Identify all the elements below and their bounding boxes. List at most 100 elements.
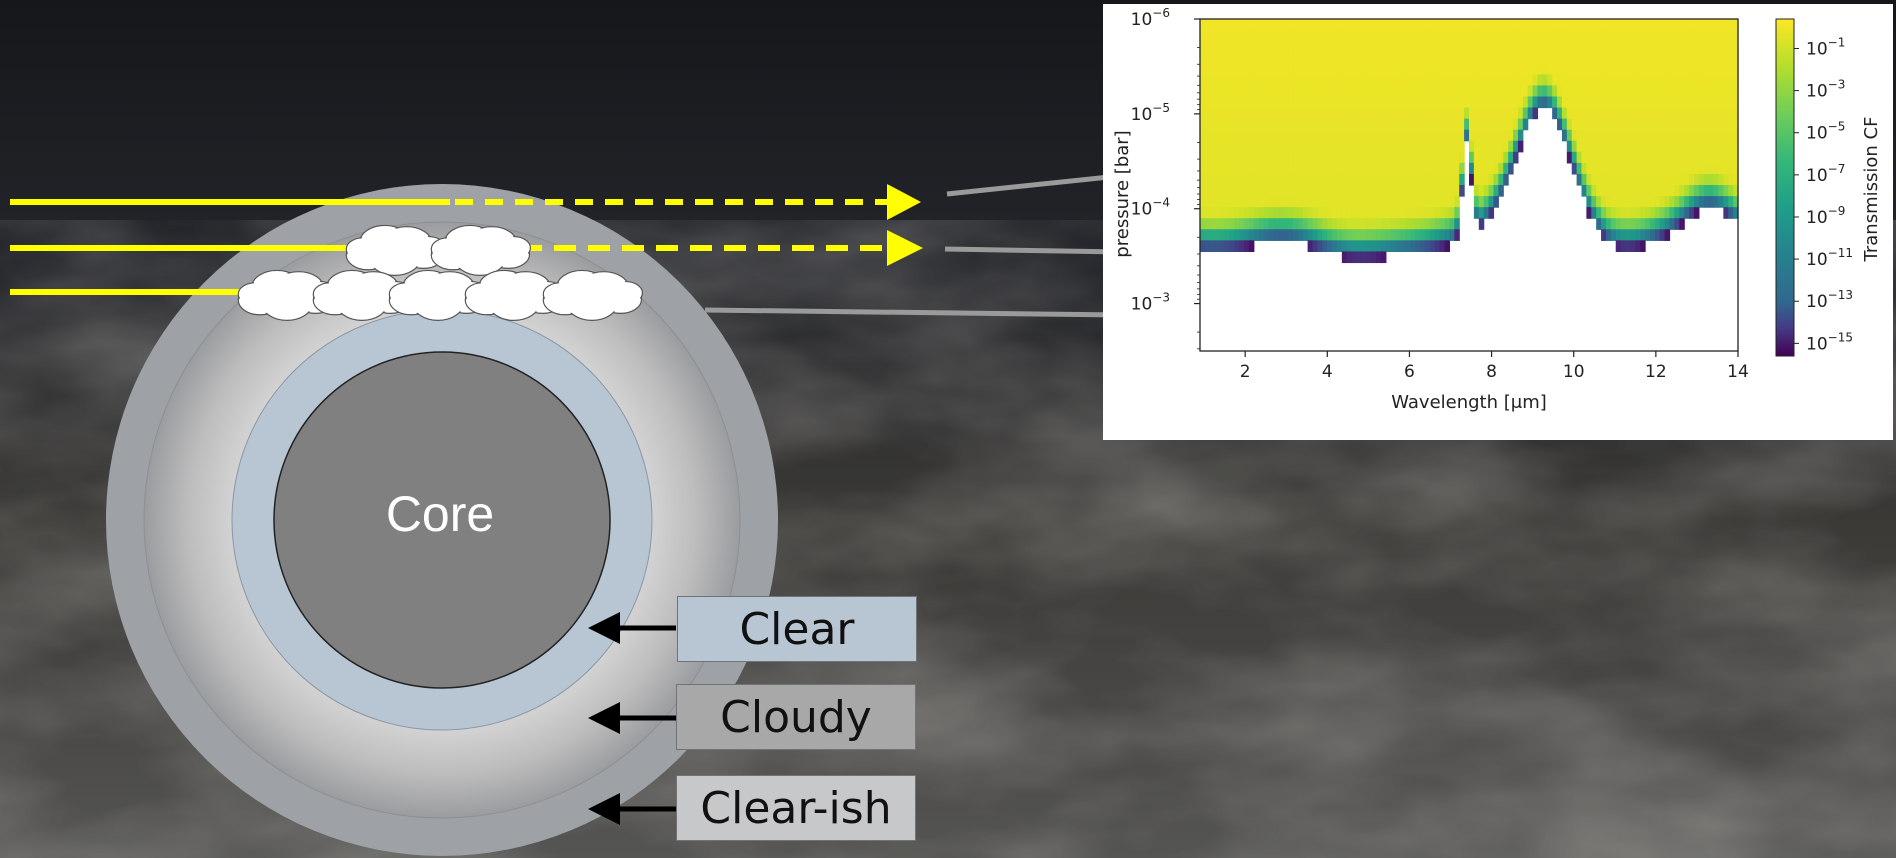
heatmap-cell xyxy=(1380,74,1387,86)
heatmap-cell xyxy=(1610,30,1617,42)
heatmap-cell xyxy=(1610,162,1617,175)
heatmap-cell xyxy=(1674,107,1680,120)
heatmap-cell xyxy=(1640,74,1646,86)
heatmap-cell xyxy=(1537,96,1543,109)
heatmap-cell xyxy=(1571,63,1578,75)
heatmap-cell xyxy=(1336,229,1343,241)
heatmap-cell xyxy=(1596,207,1602,219)
heatmap-cell xyxy=(1625,151,1631,164)
heatmap-cell xyxy=(1478,107,1485,120)
heatmap-cell xyxy=(1341,63,1348,75)
heatmap-cell xyxy=(1214,185,1221,197)
heatmap-cell xyxy=(1689,41,1695,53)
heatmap-cell xyxy=(1684,107,1690,120)
heatmap-cell xyxy=(1591,129,1597,142)
heatmap-cell xyxy=(1723,207,1729,219)
heatmap-cell xyxy=(1234,52,1240,64)
heatmap-cell xyxy=(1273,96,1279,109)
heatmap-cell xyxy=(1640,151,1646,164)
colorbar-tick-label: 10−7 xyxy=(1806,162,1845,186)
heatmap-cell xyxy=(1395,196,1402,208)
heatmap-cell xyxy=(1601,218,1607,230)
heatmap-cell xyxy=(1733,140,1739,153)
heatmap-cell xyxy=(1488,52,1495,64)
heatmap-cell xyxy=(1336,52,1343,64)
heatmap-cell xyxy=(1288,41,1294,53)
heatmap-cell xyxy=(1297,30,1304,42)
heatmap-cell xyxy=(1517,107,1524,120)
heatmap-cell xyxy=(1263,207,1270,219)
heatmap-cell xyxy=(1214,96,1221,109)
heatmap-cell xyxy=(1571,140,1578,153)
heatmap-cell xyxy=(1557,107,1563,120)
heatmap-cell xyxy=(1669,63,1676,75)
heatmap-cell xyxy=(1493,63,1499,75)
heatmap-cell xyxy=(1253,74,1260,86)
heatmap-cell xyxy=(1708,63,1715,75)
heatmap-cell xyxy=(1268,30,1274,42)
heatmap-cell xyxy=(1244,173,1250,186)
heatmap-cell xyxy=(1268,218,1274,230)
heatmap-cell xyxy=(1234,85,1240,98)
heatmap-cell xyxy=(1415,96,1421,109)
heatmap-cell xyxy=(1248,140,1255,153)
heatmap-cell xyxy=(1244,151,1250,164)
heatmap-cell xyxy=(1596,218,1602,230)
heatmap-cell xyxy=(1483,207,1490,219)
heatmap-cell xyxy=(1376,196,1382,208)
heatmap-cell xyxy=(1415,151,1421,164)
heatmap-cell xyxy=(1488,140,1495,153)
heatmap-cell xyxy=(1576,63,1583,75)
heatmap-cell xyxy=(1630,96,1636,109)
heatmap-cell xyxy=(1380,63,1387,75)
heatmap-cell xyxy=(1659,96,1666,109)
heatmap-cell xyxy=(1239,185,1245,197)
heatmap-cell xyxy=(1689,118,1695,131)
heatmap-cell xyxy=(1625,85,1631,98)
heatmap-cell xyxy=(1332,129,1338,142)
heatmap-cell xyxy=(1498,63,1504,75)
heatmap-cell xyxy=(1376,240,1382,252)
heatmap-cell xyxy=(1620,151,1627,164)
heatmap-cell xyxy=(1708,162,1715,175)
heatmap-cell xyxy=(1380,52,1387,64)
heatmap-cell xyxy=(1684,63,1690,75)
heatmap-cell xyxy=(1698,30,1705,42)
heatmap-cell xyxy=(1380,41,1387,53)
heatmap-cell xyxy=(1204,63,1211,75)
heatmap-cell xyxy=(1278,151,1284,164)
heatmap-cell xyxy=(1214,41,1221,53)
heatmap-cell xyxy=(1654,30,1661,42)
heatmap-cell xyxy=(1405,185,1411,197)
heatmap-cell xyxy=(1473,41,1480,53)
heatmap-cell xyxy=(1576,107,1583,120)
heatmap-cell xyxy=(1601,162,1607,175)
heatmap-cell xyxy=(1224,63,1230,75)
heatmap-cell xyxy=(1424,85,1431,98)
heatmap-cell xyxy=(1601,41,1607,53)
heatmap-cell xyxy=(1498,74,1504,86)
heatmap-cell xyxy=(1278,196,1284,208)
heatmap-cell xyxy=(1713,96,1720,109)
heatmap-cell xyxy=(1327,85,1333,98)
heatmap-cell xyxy=(1454,41,1460,53)
heatmap-cell xyxy=(1312,196,1318,208)
heatmap-cell xyxy=(1292,41,1299,53)
heatmap-cell xyxy=(1581,85,1587,98)
heatmap-cell xyxy=(1380,196,1387,208)
heatmap-cell xyxy=(1204,229,1211,241)
heatmap-cell xyxy=(1292,118,1299,131)
heatmap-cell xyxy=(1288,85,1294,98)
heatmap-cell xyxy=(1356,151,1362,164)
heatmap-cell xyxy=(1380,30,1387,42)
heatmap-cell xyxy=(1244,207,1250,219)
heatmap-cell xyxy=(1679,41,1685,53)
heatmap-cell xyxy=(1664,173,1671,186)
heatmap-cell xyxy=(1385,107,1392,120)
heatmap-cell xyxy=(1288,118,1294,131)
heatmap-cell xyxy=(1713,151,1720,164)
heatmap-cell xyxy=(1498,96,1504,109)
heatmap-cell xyxy=(1327,173,1333,186)
heatmap-cell xyxy=(1424,63,1431,75)
heatmap-cell xyxy=(1635,129,1641,142)
